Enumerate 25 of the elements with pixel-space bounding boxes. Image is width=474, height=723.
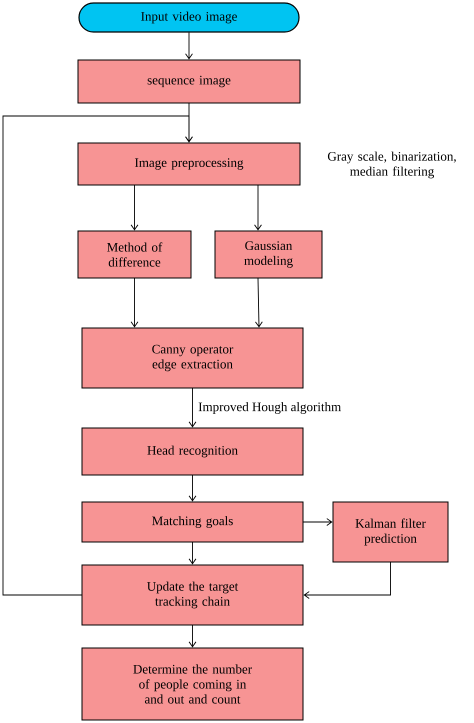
arrow: [185, 32, 193, 60]
process-box: Gaussian modeling: [214, 230, 322, 278]
process-box: Image preprocessing: [78, 142, 300, 186]
arrow: [130, 278, 138, 328]
arrow: [188, 542, 196, 564]
process-box: sequence image: [78, 60, 300, 104]
process-box: Canny operator edge extraction: [82, 328, 304, 388]
edge-label: Improved Hough algorithm: [198, 402, 341, 414]
process-box: Kalman filter prediction: [332, 502, 448, 562]
process-box: Matching goals: [82, 502, 304, 542]
annotation-text: Gray scale, binarization, median filtering: [328, 152, 456, 178]
arrow: [254, 185, 262, 230]
arrow: [188, 625, 196, 648]
arrow: [255, 278, 263, 328]
start-terminal: Input video image: [78, 2, 300, 33]
arrow: [303, 518, 332, 526]
arrow: [188, 388, 196, 428]
process-box: Method of difference: [78, 230, 192, 278]
arrow: [130, 185, 138, 230]
process-box: Update the target tracking chain: [82, 564, 304, 626]
arrow: [2, 116, 193, 596]
arrow: [188, 475, 196, 502]
arrow: [304, 562, 391, 599]
process-box: Determine the number of people coming in and out and count: [82, 648, 304, 720]
process-box: Head recognition: [82, 428, 304, 476]
